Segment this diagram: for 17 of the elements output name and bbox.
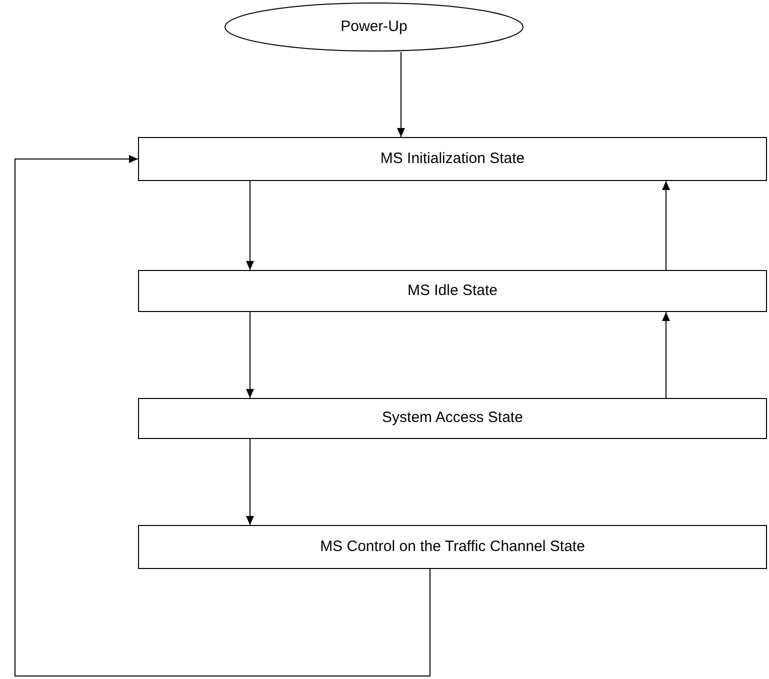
state-box — [138, 525, 767, 569]
state-label: Power-Up — [340, 16, 408, 37]
state-label: MS Idle State — [407, 280, 498, 301]
arrow — [662, 312, 670, 398]
state-label: MS Initialization State — [380, 148, 525, 169]
arrow — [397, 52, 405, 138]
arrow — [246, 438, 254, 526]
state-label: MS Control on the Traffic Channel State — [320, 536, 585, 557]
arrow — [14, 155, 430, 676]
arrow — [246, 312, 254, 398]
state-box — [138, 398, 767, 439]
arrow — [246, 180, 254, 270]
state-label: System Access State — [382, 408, 523, 428]
state-box — [138, 137, 767, 181]
arrow — [662, 180, 670, 270]
state-box — [138, 270, 767, 312]
start-ellipse — [224, 2, 524, 52]
